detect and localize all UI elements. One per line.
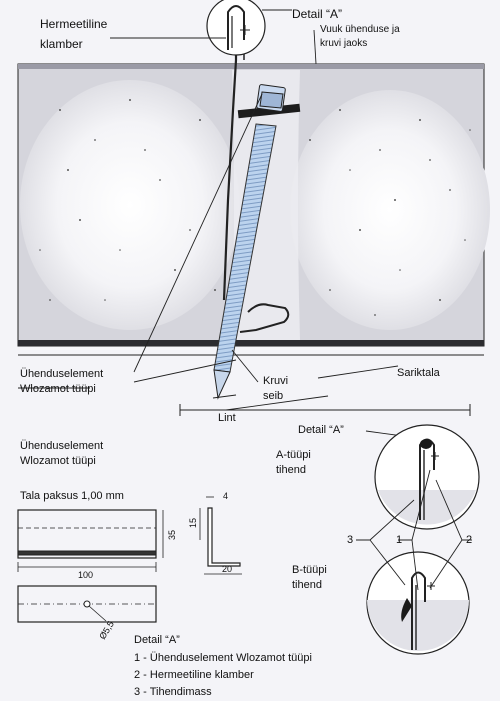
label-kruvi: Kruvi [263,375,288,387]
fixing-screw [213,84,301,400]
dim-35: 35 [167,530,177,540]
label-seib: seib [263,390,283,402]
label-tala-paksus: Tala paksus 1,00 mm [20,490,124,502]
label-hermeetiline-2: klamber [40,37,83,51]
legend-title: Detail “A” [134,634,180,646]
label-lint: Lint [218,412,236,424]
label-vuuk-1: Vuuk ühenduse ja [320,24,400,35]
label-detail-a-mid: Detail “A” [298,424,344,436]
label-b-tuupi-2: tihend [292,579,322,591]
dim-15: 15 [188,518,198,528]
label-uhenduselement-2: Wlozamot tüüpi [20,383,96,395]
callout-3: 3 [347,534,353,546]
callout-1: 1 [396,534,402,546]
detail-a-circle-middle [374,424,480,530]
label-vuuk-2: kruvi jaoks [320,38,367,49]
legend-item-2: 2 - Hermeetiline klamber [134,669,254,681]
labels: Hermeetiline klamber Detail “A” Vuuk ühe… [20,7,472,698]
detail-b-circle [366,551,470,655]
label-sariktala: Sariktala [397,367,441,379]
label-hermeetiline-1: Hermeetiline [40,17,108,31]
leader-lines [110,9,419,439]
dim-20: 20 [222,564,232,574]
label-element-title-2: Wlozamot tüüpi [20,455,96,467]
label-element-title-1: Ühenduselement [20,440,103,452]
label-detail-a-top: Detail “A” [292,7,342,21]
dim-4: 4 [223,491,228,501]
label-uhenduselement-1: Ühenduselement [20,368,103,380]
label-b-tuupi-1: B-tüüpi [292,564,327,576]
callout-lines [356,469,472,591]
label-a-tuupi-2: tihend [276,464,306,476]
callout-2: 2 [466,534,472,546]
legend-item-3: 3 - Tihendimass [134,686,212,698]
label-a-tuupi-1: A-tüüpi [276,449,311,461]
legend-item-1: 1 - Ühenduselement Wlozamot tüüpi [134,652,312,664]
foam-speckles [39,99,471,316]
element-drawing [17,496,242,623]
dim-100: 100 [78,570,93,580]
detail-a-circle-top [206,0,266,56]
